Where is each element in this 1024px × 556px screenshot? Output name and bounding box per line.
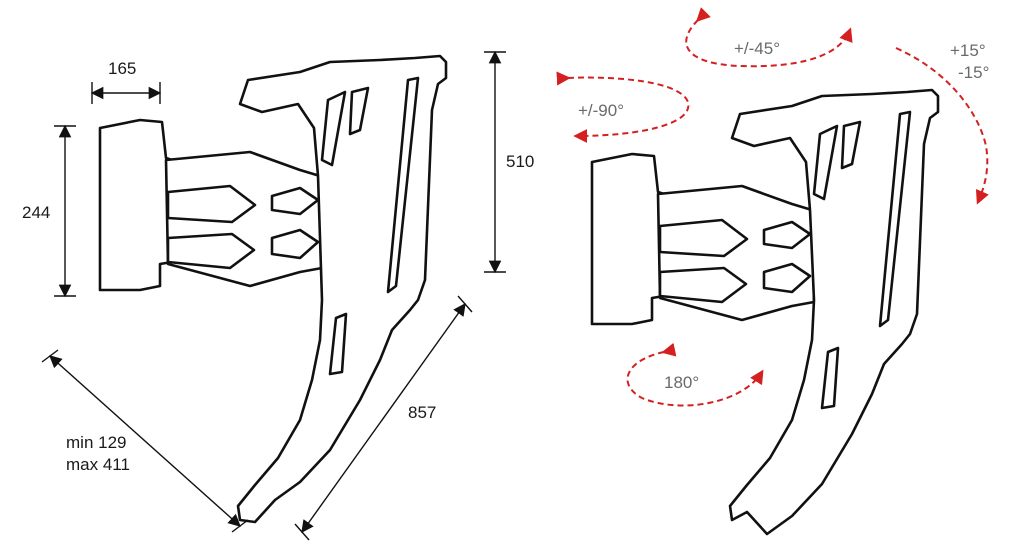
dimension-lines (41, 50, 506, 541)
spin-label: 180° (664, 373, 699, 392)
dim-arm-length-label: 857 (408, 403, 436, 422)
rotation-arrows (556, 7, 989, 407)
tv-frame-right (728, 88, 940, 536)
tilt-arrow (895, 47, 989, 205)
dim-depth-line (49, 355, 241, 527)
bracket-drawing-right (590, 88, 940, 536)
dim-depth-max-label: max 411 (66, 455, 130, 474)
arm-slot-2 (166, 232, 256, 270)
frame-slot-1 (320, 90, 347, 167)
rotate-plane-label: +/-45° (734, 39, 780, 58)
dim-depth-min-label: min 129 (66, 433, 126, 452)
wall-plate-right (590, 152, 666, 326)
dim-bracket-height-label: 510 (506, 152, 534, 171)
tilt-up-label: +15° (950, 41, 986, 60)
arm-slot-1 (166, 184, 257, 224)
frame-slot-3 (386, 76, 420, 294)
dim-arm-width-label: 165 (108, 59, 136, 78)
tilt-down-label: -15° (958, 63, 989, 82)
tv-frame (236, 54, 448, 524)
dim-857-line (301, 302, 466, 534)
dim-plate-height-label: 244 (22, 203, 50, 222)
swivel-label: +/-90° (578, 101, 624, 120)
rotate-plane-arrow (685, 7, 853, 68)
arm-slot-3 (270, 186, 320, 216)
swivel-arrow (556, 71, 690, 143)
spin-arrow (626, 342, 764, 407)
wall-plate (98, 118, 174, 292)
frame-slot-2 (348, 86, 370, 136)
arm-slot-4 (270, 228, 320, 260)
bracket-drawing-left (98, 54, 448, 524)
